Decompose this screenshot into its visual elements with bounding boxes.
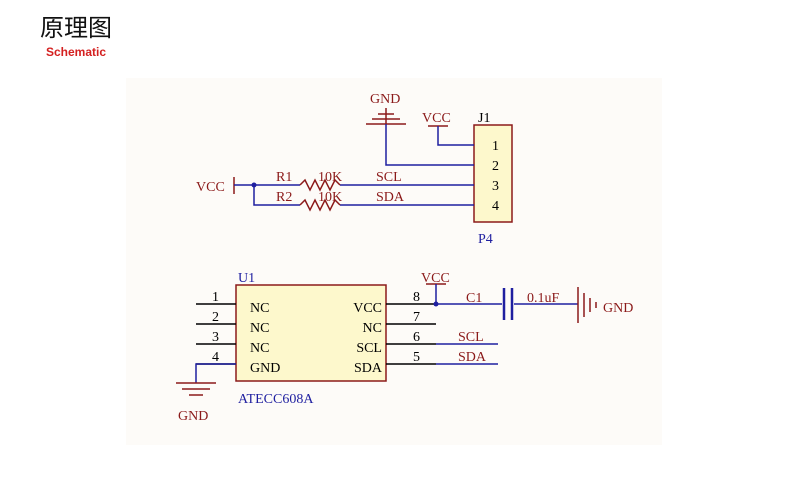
gnd-c1-symbol <box>577 287 597 323</box>
page-subtitle: Schematic <box>46 45 107 59</box>
vcc-left-label: VCC <box>196 180 225 195</box>
connector-pin-1: 1 <box>492 139 499 154</box>
page-title: 原理图 <box>40 14 112 42</box>
vcc-u1-junction <box>433 301 439 307</box>
connector-j1-body <box>473 124 513 223</box>
resistor-r2-value: 10K <box>318 190 342 205</box>
chip-pin-1-name: NC <box>250 301 269 316</box>
chip-pin-5-name: SDA <box>354 361 383 376</box>
resistor-r2-ref: R2 <box>276 190 292 205</box>
net-label-scl-top: SCL <box>376 170 402 185</box>
vcc-j1-label: VCC <box>422 111 451 126</box>
chip-pin-3-num: 3 <box>212 330 219 345</box>
chip-pin-7-name: NC <box>363 321 382 336</box>
pullup-junction <box>251 182 257 188</box>
resistor-r1-ref: R1 <box>276 170 292 185</box>
connector-j1-designator: J1 <box>478 111 490 126</box>
chip-pin-7-num: 7 <box>413 310 420 325</box>
capacitor-value: 0.1uF <box>527 291 560 306</box>
gnd-c1-label: GND <box>603 301 633 316</box>
gnd-top-label: GND <box>370 92 400 107</box>
chip-name: ATECC608A <box>238 392 314 407</box>
schematic-sheet <box>126 78 662 445</box>
gnd-u1-symbol <box>176 363 236 396</box>
chip-right-pin-lines <box>386 303 436 365</box>
chip-pin-8-num: 8 <box>413 290 420 305</box>
resistor-r2 <box>299 198 341 212</box>
pullup-wires <box>234 184 474 206</box>
net-label-scl-chip: SCL <box>458 330 484 345</box>
connector-pin-4: 4 <box>492 199 499 214</box>
resistor-r1 <box>299 178 341 192</box>
j1-wires <box>385 124 474 166</box>
chip-pin-8-name: VCC <box>353 301 382 316</box>
connector-pin-3: 3 <box>492 179 499 194</box>
chip-pin-2-name: NC <box>250 321 269 336</box>
capacitor-c1 <box>502 288 514 320</box>
net-label-sda-chip: SDA <box>458 350 487 365</box>
chip-pin-5-num: 5 <box>413 350 420 365</box>
chip-pin-1-num: 1 <box>212 290 219 305</box>
connector-j1-footprint: P4 <box>478 232 493 247</box>
chip-pin-4-name: GND <box>250 361 280 376</box>
cap-wires <box>435 284 578 305</box>
chip-pin-6-name: SCL <box>356 341 382 356</box>
chip-designator: U1 <box>238 271 255 286</box>
chip-pin-6-num: 6 <box>413 330 420 345</box>
chip-u1-body <box>235 284 387 382</box>
net-label-sda-top: SDA <box>376 190 405 205</box>
gnd-top-symbol <box>366 108 406 125</box>
resistor-r1-value: 10K <box>318 170 342 185</box>
vcc-u1-label: VCC <box>421 271 450 286</box>
chip-net-wires <box>436 343 498 365</box>
chip-pin-4-num: 4 <box>212 350 219 365</box>
connector-pin-2: 2 <box>492 159 499 174</box>
gnd-u1-label: GND <box>178 409 208 424</box>
chip-pin-3-name: NC <box>250 341 269 356</box>
capacitor-ref: C1 <box>466 291 482 306</box>
chip-pin-2-num: 2 <box>212 310 219 325</box>
